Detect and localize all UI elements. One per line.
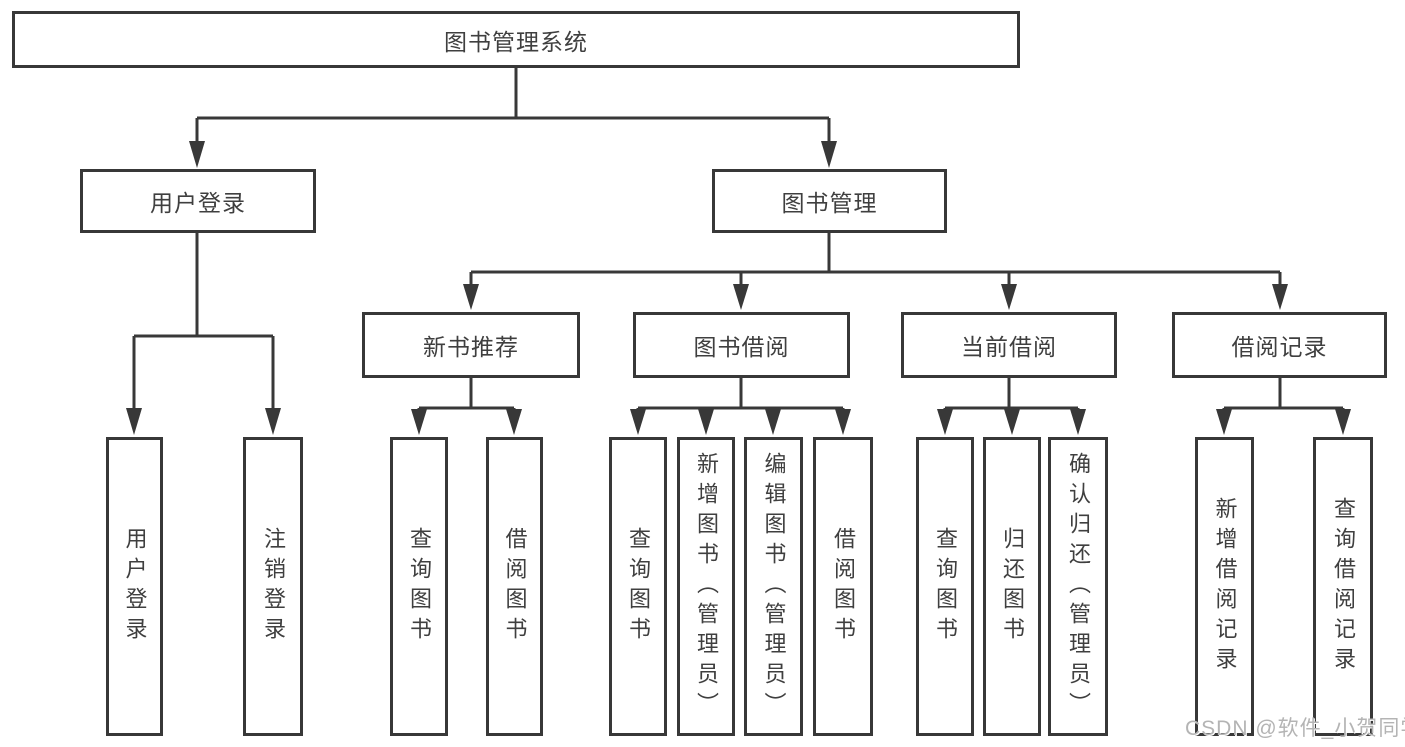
leaf-query-borrow-record-label: 查询借阅记录	[1331, 496, 1356, 677]
leaf-return-book-label: 归还图书	[1000, 526, 1025, 647]
connector-current-borrow-to-leaves	[937, 378, 1086, 435]
leaf-query-borrow-record: 查询借阅记录	[1313, 437, 1373, 736]
node-book-borrow-label: 图书借阅	[693, 334, 790, 360]
leaf-borrow-query-book: 查询图书	[609, 437, 667, 736]
node-book-mgmt-label: 图书管理	[781, 190, 878, 216]
leaf-return-book: 归还图书	[983, 437, 1041, 736]
leaf-add-borrow-record-label: 新增借阅记录	[1212, 496, 1238, 677]
connector-root-to-level2	[189, 68, 837, 168]
node-new-book-rec-label: 新书推荐	[423, 334, 519, 360]
node-current-borrow-label: 当前借阅	[961, 334, 1057, 360]
leaf-rec-query-book-label: 查询图书	[407, 526, 432, 647]
leaf-current-query-book: 查询图书	[916, 437, 974, 736]
leaf-logout-login: 注销登录	[243, 437, 303, 736]
node-root-label: 图书管理系统	[444, 28, 588, 55]
connector-book-mgmt-to-level3	[463, 233, 1288, 310]
csdn-watermark: CSDN @软件_小贺同学	[1185, 717, 1405, 740]
connector-new-book-rec-to-leaves	[411, 378, 522, 435]
leaf-borrow-borrow-book: 借阅图书	[813, 437, 873, 736]
leaf-confirm-return-admin-label: 确认归还（管理员）	[1066, 451, 1091, 722]
leaf-rec-query-book: 查询图书	[390, 437, 448, 736]
node-book-mgmt: 图书管理	[712, 169, 947, 233]
node-root: 图书管理系统	[12, 11, 1020, 68]
leaf-rec-borrow-book: 借阅图书	[486, 437, 543, 736]
leaf-add-book-admin-label: 新增图书（管理员）	[694, 451, 719, 722]
leaf-logout-login-label: 注销登录	[261, 526, 286, 647]
leaf-borrow-borrow-book-label: 借阅图书	[831, 526, 856, 647]
leaf-add-borrow-record: 新增借阅记录	[1195, 437, 1254, 736]
connector-book-borrow-to-leaves	[630, 378, 851, 435]
leaf-user-login: 用户登录	[106, 437, 163, 736]
leaf-confirm-return-admin: 确认归还（管理员）	[1048, 437, 1108, 736]
node-user-login-label: 用户登录	[150, 190, 246, 216]
node-book-borrow: 图书借阅	[633, 312, 850, 378]
leaf-user-login-label: 用户登录	[122, 526, 148, 647]
leaf-edit-book-admin-label: 编辑图书（管理员）	[761, 451, 787, 722]
node-current-borrow: 当前借阅	[901, 312, 1117, 378]
node-borrow-records: 借阅记录	[1172, 312, 1387, 378]
connector-borrow-records-to-leaves	[1216, 378, 1351, 435]
node-borrow-records-label: 借阅记录	[1231, 334, 1328, 360]
node-user-login: 用户登录	[80, 169, 316, 233]
node-new-book-rec: 新书推荐	[362, 312, 580, 378]
leaf-current-query-book-label: 查询图书	[933, 526, 958, 647]
leaf-rec-borrow-book-label: 借阅图书	[502, 526, 528, 647]
leaf-edit-book-admin: 编辑图书（管理员）	[744, 437, 803, 736]
connector-user-login-to-leaves	[126, 233, 281, 435]
leaf-add-book-admin: 新增图书（管理员）	[677, 437, 735, 736]
leaf-borrow-query-book-label: 查询图书	[626, 526, 651, 647]
